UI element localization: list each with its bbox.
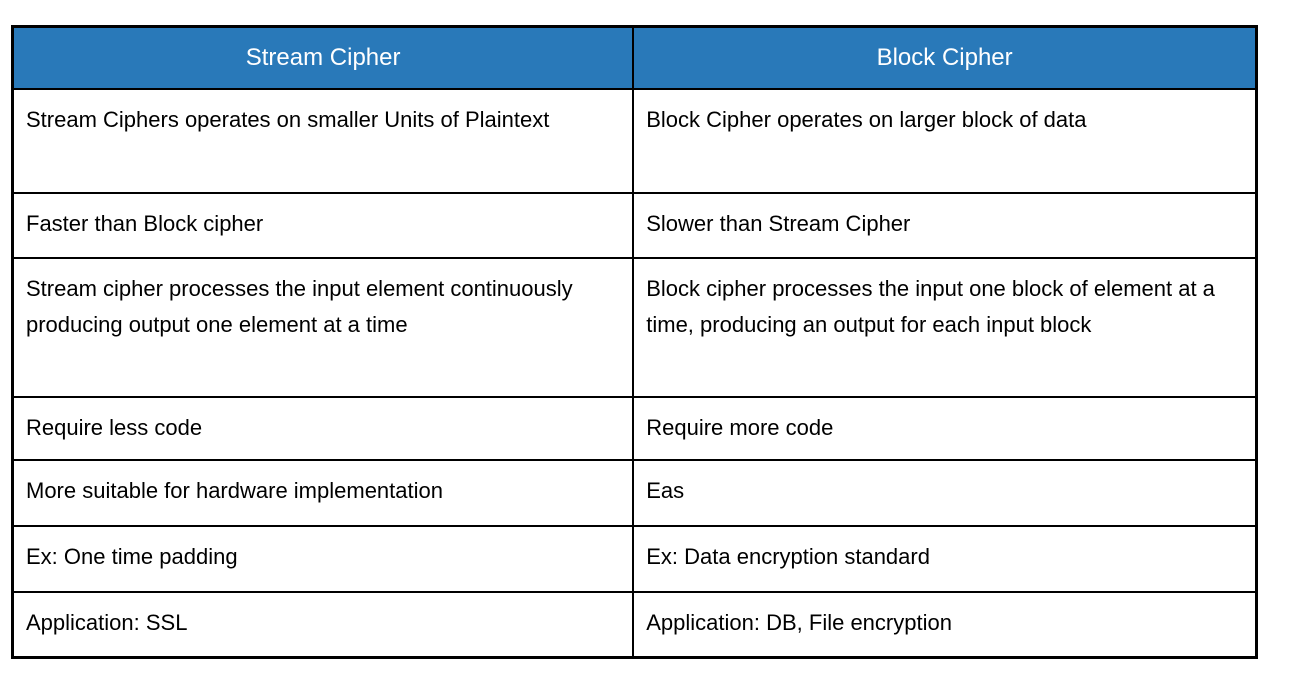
cipher-comparison-table-container: Stream Cipher Block Cipher Stream Cipher… (11, 25, 1258, 659)
column-header-block-cipher: Block Cipher (632, 25, 1258, 90)
table-cell: Ex: Data encryption standard (632, 524, 1258, 593)
table-cell: Require more code (632, 395, 1258, 461)
table-row: Ex: One time padding Ex: Data encryption… (11, 524, 1258, 593)
table-row: Application: SSL Application: DB, File e… (11, 590, 1258, 659)
table-row: Stream cipher processes the input elemen… (11, 256, 1258, 398)
table-cell: Block cipher processes the input one blo… (632, 256, 1258, 398)
table-row: Faster than Block cipher Slower than Str… (11, 191, 1258, 259)
table-cell: Ex: One time padding (11, 524, 635, 593)
table-cell: Require less code (11, 395, 635, 461)
table-cell: Stream cipher processes the input elemen… (11, 256, 635, 398)
table-cell: Application: DB, File encryption (632, 590, 1258, 659)
cipher-comparison-table: Stream Cipher Block Cipher Stream Cipher… (11, 25, 1258, 659)
table-row: More suitable for hardware implementatio… (11, 458, 1258, 527)
table-row: Require less code Require more code (11, 395, 1258, 461)
table-cell: Block Cipher operates on larger block of… (632, 87, 1258, 194)
header-row: Stream Cipher Block Cipher (11, 25, 1258, 90)
table-cell: Application: SSL (11, 590, 635, 659)
table-cell: Faster than Block cipher (11, 191, 635, 259)
table-cell: Eas (632, 458, 1258, 527)
table-row: Stream Ciphers operates on smaller Units… (11, 87, 1258, 194)
column-header-stream-cipher: Stream Cipher (11, 25, 635, 90)
table-cell: More suitable for hardware implementatio… (11, 458, 635, 527)
table-cell: Stream Ciphers operates on smaller Units… (11, 87, 635, 194)
table-cell: Slower than Stream Cipher (632, 191, 1258, 259)
